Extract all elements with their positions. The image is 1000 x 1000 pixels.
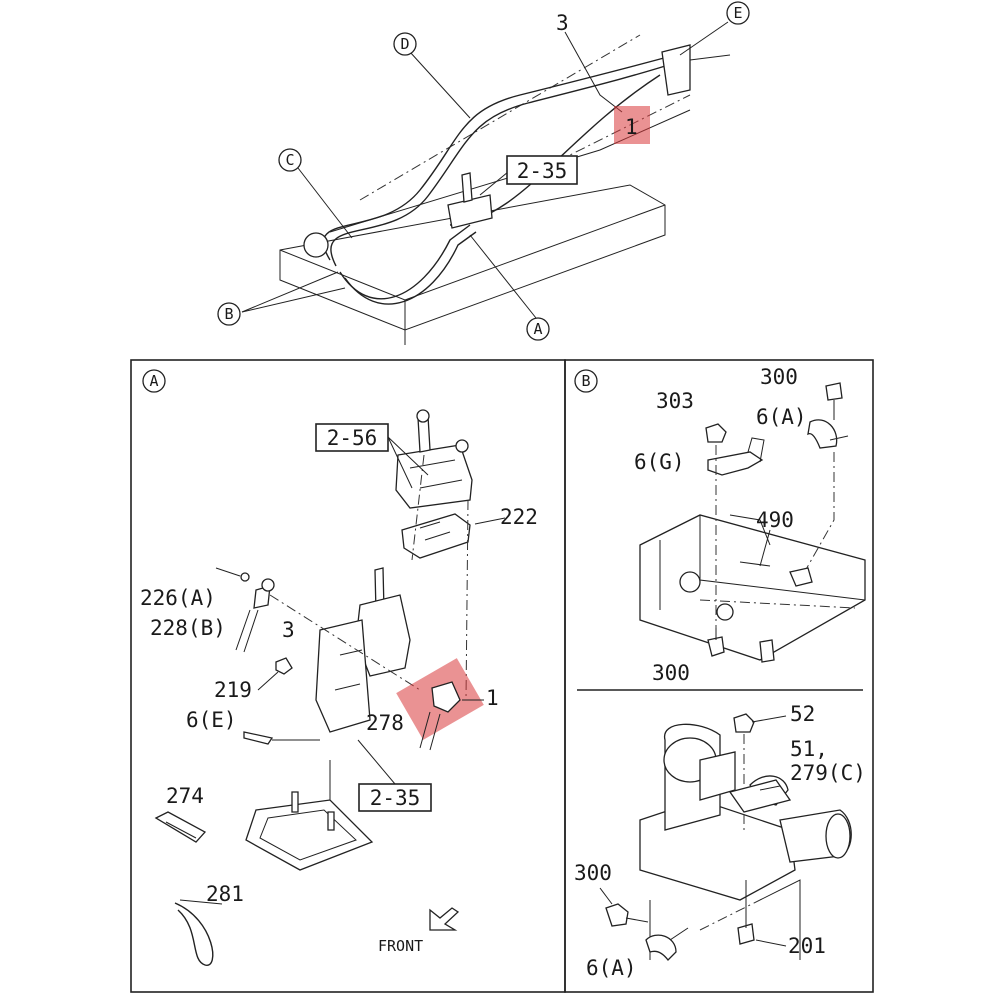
- callout-e-top: E: [726, 1, 750, 25]
- part-number-226a: 226(A): [140, 586, 216, 610]
- part-number-6e: 6(E): [186, 708, 237, 732]
- callout-letter: A: [149, 372, 158, 390]
- callout-letter: B: [224, 305, 233, 323]
- reference-label: 2-56: [327, 426, 378, 450]
- callout-letter: E: [733, 4, 742, 22]
- callout-b-panel: B: [574, 369, 598, 393]
- part-number-6a-lower: 6(A): [586, 956, 637, 980]
- reference-label: 2-35: [370, 786, 421, 810]
- part-number-300-top: 300: [760, 365, 798, 389]
- part-number-300: 300: [574, 861, 612, 885]
- highlight-part-1-top: [614, 106, 650, 144]
- callout-d-top: D: [393, 32, 417, 56]
- part-number-1-top: 1: [625, 115, 638, 139]
- reference-box-2-35-top: [506, 155, 578, 185]
- part-number-3: 3: [282, 618, 295, 642]
- part-number-51: 51,: [790, 737, 828, 761]
- callout-letter: C: [285, 151, 294, 169]
- part-number-1: 1: [486, 686, 499, 710]
- part-number-222: 222: [500, 505, 538, 529]
- part-number-6g: 6(G): [634, 450, 685, 474]
- leader-2-35: [357, 739, 396, 785]
- panel-c-drawing: [605, 713, 852, 961]
- callout-a-panel: A: [142, 369, 166, 393]
- panel-a-drawing: [154, 409, 506, 966]
- part-number-490: 490: [756, 508, 794, 532]
- part-number-228b: 228(B): [150, 616, 226, 640]
- callout-letter: B: [581, 372, 590, 390]
- panel-b-drawing: [639, 382, 866, 663]
- part-number-281: 281: [206, 882, 244, 906]
- part-number-274: 274: [166, 784, 204, 808]
- reference-label: 2-35: [517, 159, 568, 183]
- callout-letter: A: [533, 320, 542, 338]
- part-number-3-top: 3: [556, 11, 569, 35]
- part-number-201: 201: [788, 934, 826, 958]
- part-1-clevis: [431, 681, 461, 713]
- leader-2-56: [387, 436, 429, 489]
- part-number-6a: 6(A): [756, 405, 807, 429]
- callout-b-top: B: [217, 302, 241, 326]
- part-number-219: 219: [214, 678, 252, 702]
- part-number-279c: 279(C): [790, 761, 866, 785]
- part-number-278: 278: [366, 711, 404, 735]
- callout-c-top: C: [278, 148, 302, 172]
- front-label: FRONT: [378, 937, 423, 955]
- part-number-300-bottom: 300: [652, 661, 690, 685]
- overview-drawing: [241, 21, 731, 345]
- detail-panel-b: [564, 359, 874, 993]
- reference-box-2-56: [315, 423, 389, 452]
- callout-letter: D: [400, 35, 409, 53]
- part-number-52: 52: [790, 702, 815, 726]
- part-1-rod: [419, 711, 441, 751]
- callout-a-top: A: [526, 317, 550, 341]
- part-number-303: 303: [656, 389, 694, 413]
